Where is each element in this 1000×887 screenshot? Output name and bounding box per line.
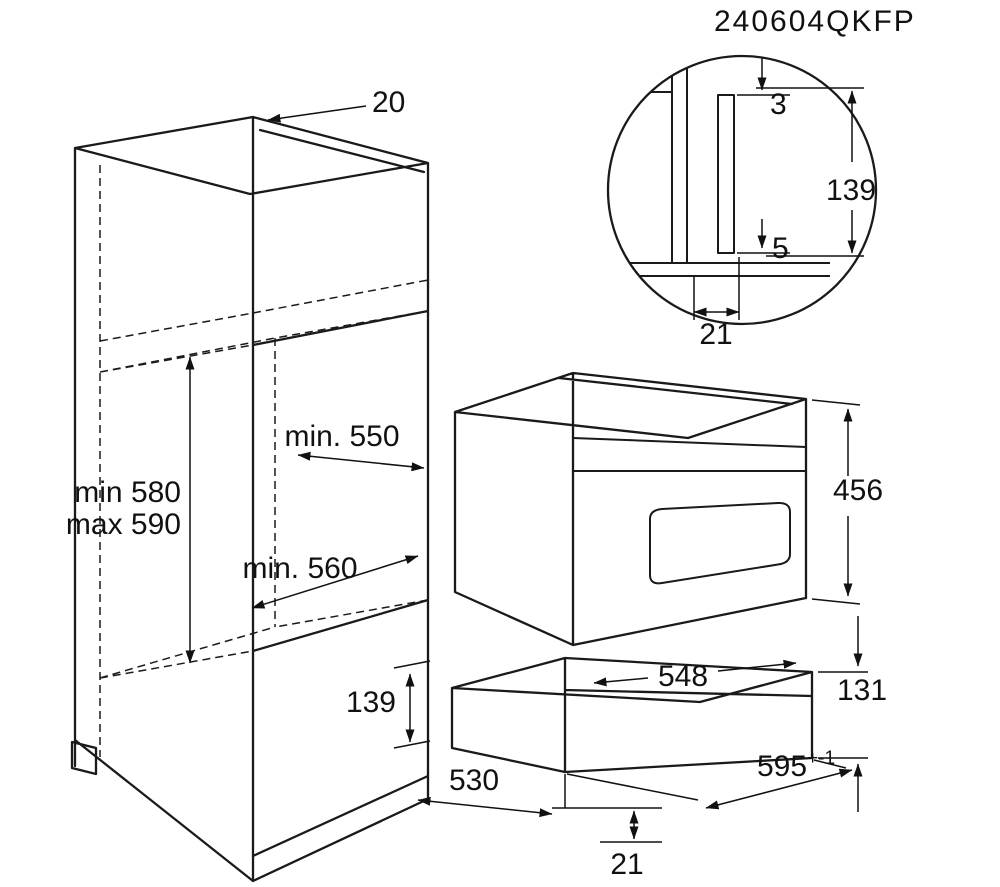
dim-niche-width-label: min. 560 xyxy=(242,552,357,585)
dim-bottom-height-label: 139 xyxy=(346,686,396,719)
dim-ticks xyxy=(811,399,861,605)
dim-niche-width: min. 560 xyxy=(242,552,419,609)
detail-circle-view: 3 139 5 21 xyxy=(606,54,878,351)
dim-oven-height-label: 456 xyxy=(833,474,883,507)
dim-ticks xyxy=(393,660,431,749)
dim-oven-body-width-label: 548 xyxy=(658,660,708,693)
dim-drawer-height-label: 131 xyxy=(837,674,887,707)
dim-drawer-height: 131 xyxy=(818,616,887,812)
dim-detail-panel-depth: 21 xyxy=(693,257,740,351)
dim-leader-line xyxy=(267,105,367,123)
dim-cabinet-bottom-depth: 530 xyxy=(417,764,553,818)
dim-line-right xyxy=(717,659,797,672)
dim-detail-top-gap-label: 3 xyxy=(770,88,787,121)
cabinet-drawing: 20 min 580 max 590 min. 550 min. 560 139… xyxy=(66,86,553,883)
oven-outline xyxy=(453,371,808,647)
cabinet-hidden-edges xyxy=(99,165,429,757)
dim-detail-bottom-overlap-label: 5 xyxy=(772,232,789,265)
dim-niche-height-max-label: max 590 xyxy=(66,508,181,541)
drawer-outline xyxy=(450,656,814,774)
oven-control-panel xyxy=(572,437,807,472)
dim-niche-height-min-label: min 580 xyxy=(74,476,181,509)
detail-circle xyxy=(606,54,878,326)
dim-oven-body-width: 548 xyxy=(593,659,797,693)
dim-detail-panel-height: 139 xyxy=(756,87,876,257)
dim-cabinet-bottom-height: 139 xyxy=(346,660,431,749)
oven-drawing: 456 xyxy=(453,371,883,647)
dim-plinth-recess-label: 21 xyxy=(610,848,643,881)
dim-oven-height: 456 xyxy=(811,399,883,605)
dim-detail-top-gap: 3 xyxy=(737,58,790,121)
dim-bottom-depth-label: 530 xyxy=(449,764,499,797)
dim-line xyxy=(417,796,553,818)
dim-detail-bottom-overlap: 5 xyxy=(737,219,790,265)
dim-plinth-recess: 21 xyxy=(552,774,662,881)
dim-detail-panel-depth-label: 21 xyxy=(699,318,732,351)
dim-line xyxy=(297,451,425,472)
dim-ticks xyxy=(818,671,868,759)
dim-line xyxy=(705,768,853,810)
dim-top-gap-label: 20 xyxy=(372,86,405,119)
detail-trim-panel xyxy=(717,94,735,254)
dim-ext-lines xyxy=(693,257,740,320)
dim-niche-height: min 580 max 590 xyxy=(66,356,195,664)
dim-ext-lines xyxy=(552,774,662,843)
detail-section-lines xyxy=(630,68,830,277)
dim-detail-panel-height-label: 139 xyxy=(826,174,876,207)
dim-niche-depth-label: min. 550 xyxy=(284,420,399,453)
dim-line-left xyxy=(593,677,649,687)
drawing-code: 240604QKFP xyxy=(714,5,916,38)
dim-top-gap: 20 xyxy=(267,86,405,123)
dim-line xyxy=(251,555,419,609)
dim-drawer-front-width-label: 595+-1 xyxy=(757,748,835,783)
dim-ext-lines xyxy=(566,759,847,801)
oven-door-window xyxy=(649,501,791,585)
dim-ticks xyxy=(756,87,864,257)
drawer-drawing: 548 131 595+-1 21 xyxy=(450,616,887,881)
dim-drawer-front-width: 595+-1 xyxy=(566,748,853,810)
dim-niche-depth: min. 550 xyxy=(284,420,425,472)
